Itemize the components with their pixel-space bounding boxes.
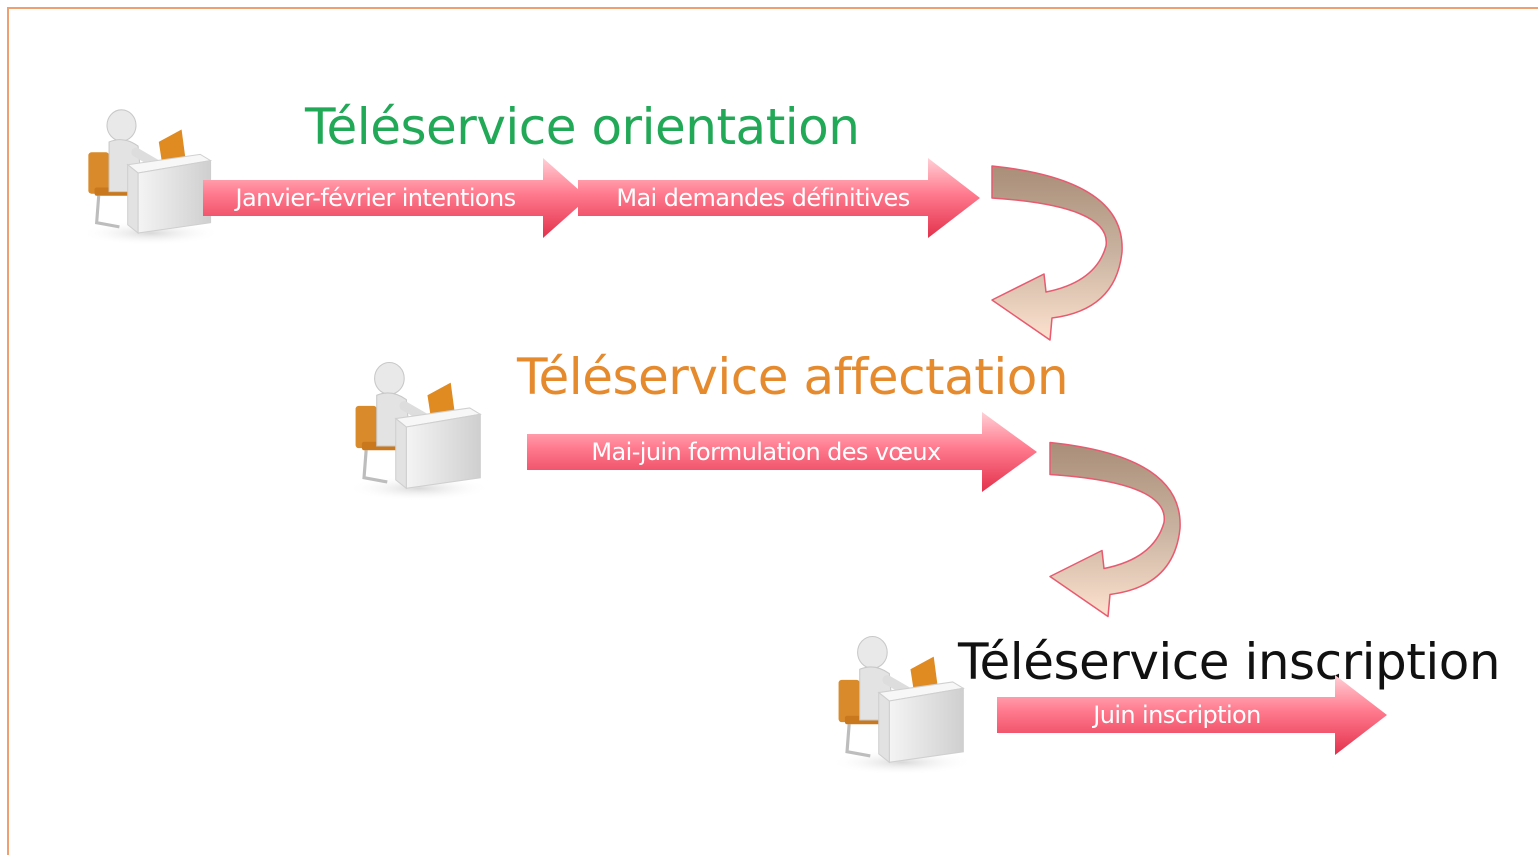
stage-title-orientation: Téléservice orientation [305, 98, 860, 156]
curved-down-arrow-icon [988, 162, 1138, 348]
stage-title-affectation: Téléservice affectation [517, 348, 1069, 406]
person-at-computer-icon [828, 626, 976, 776]
arrow-label: Janvier-février intentions [235, 184, 517, 212]
arrow-step-janvier: Janvier-février intentions [203, 158, 588, 238]
arrow-step-mai-juin: Mai-juin formulation des vœux [527, 412, 1037, 492]
person-at-computer-icon [78, 98, 223, 248]
frame-top-border [7, 7, 1538, 9]
arrow-step-juin: Juin inscription [997, 675, 1387, 755]
stage-title-inscription: Téléservice inscription [958, 633, 1501, 691]
curved-down-arrow-icon [1046, 437, 1196, 626]
arrow-label: Juin inscription [1093, 701, 1261, 729]
person-at-computer-icon [345, 352, 493, 502]
frame-left-border [7, 7, 9, 855]
arrow-label: Mai-juin formulation des vœux [591, 438, 941, 466]
arrow-step-mai: Mai demandes définitives [578, 158, 980, 238]
arrow-label: Mai demandes définitives [616, 184, 910, 212]
